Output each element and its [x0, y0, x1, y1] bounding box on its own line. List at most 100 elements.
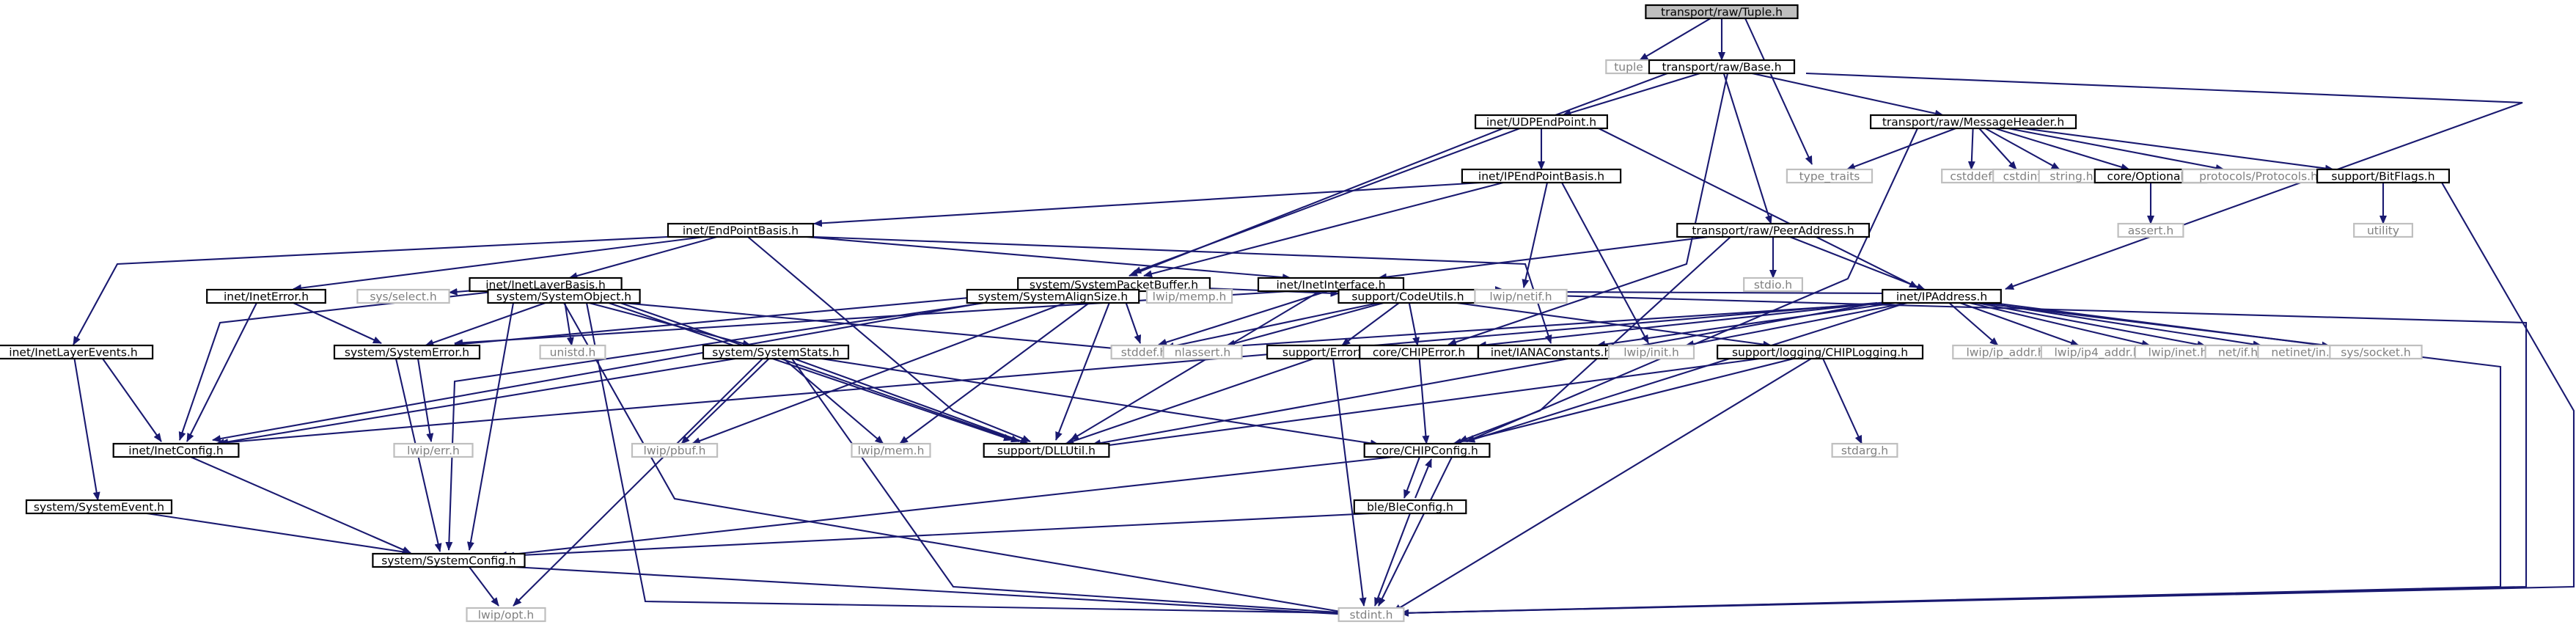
node-box [667, 222, 815, 238]
edge-n7-to-n51 [1458, 236, 1731, 442]
edge-n0-to-n3 [1744, 18, 1813, 165]
node-label: support/BitFlags.h [2331, 170, 2434, 183]
node-label: type_traits [1799, 170, 1860, 184]
node-n16[interactable]: inet/EndPointBasis.h [667, 222, 815, 238]
edge-n46-to-n55 [190, 456, 411, 554]
edge-n29-to-n44 [1984, 301, 2262, 348]
node-label: lwip/opt.h [478, 609, 535, 622]
node-box [1645, 4, 1799, 20]
edge-n27-to-n39 [1456, 301, 1772, 348]
edge-n5-to-n3 [1846, 128, 1956, 170]
edge-n5-to-n11 [1995, 127, 2130, 171]
node-n22[interactable]: inet/InetError.h [206, 288, 326, 304]
edge-n51-to-n55 [498, 455, 1394, 559]
edge-n21-to-n46 [102, 358, 162, 442]
node-n4[interactable]: inet/UDPEndPoint.h [1474, 114, 1608, 130]
node-n20[interactable]: inet/InetInterface.h [1257, 276, 1405, 293]
node-label: transport/raw/PeerAddress.h [1692, 224, 1854, 238]
node-n36[interactable]: core/CHIPError.h [1359, 344, 1479, 360]
node-n18[interactable]: inet/InetLayerBasis.h [469, 276, 623, 293]
edge-n55-to-n57 [513, 565, 1350, 618]
node-n24[interactable]: system/SystemObject.h [487, 288, 641, 304]
node-n9: cstdint [1992, 168, 2052, 184]
node-n55[interactable]: system/SystemConfig.h [372, 552, 526, 568]
node-label: lwip/pbuf.h [644, 444, 706, 458]
edge-n35-to-n57 [1332, 358, 1367, 607]
edge-n32-to-n56 [513, 358, 763, 607]
node-n50[interactable]: support/DLLUtil.h [983, 442, 1110, 458]
node-box [1648, 59, 1796, 75]
node-n48: lwip/pbuf.h [631, 442, 719, 458]
node-n5[interactable]: transport/raw/MessageHeader.h [1870, 114, 2077, 130]
edge-n16-to-n22 [293, 235, 705, 292]
node-n49: lwip/mem.h [851, 442, 931, 458]
node-n2[interactable]: transport/raw/Base.h [1648, 59, 1796, 75]
node-box [851, 442, 931, 458]
node-n0[interactable]: transport/raw/Tuple.h [1645, 4, 1799, 20]
node-n37[interactable]: inet/IANAConstants.h [1477, 344, 1625, 360]
node-n54[interactable]: ble/BleConfig.h [1353, 499, 1467, 515]
edge-n32-to-n50 [793, 358, 1030, 444]
edge-n29-to-n43 [1976, 301, 2206, 348]
node-n7[interactable]: transport/raw/PeerAddress.h [1676, 222, 1870, 238]
node-label: lwip/ip_addr.h [1966, 346, 2044, 360]
node-box [966, 288, 1140, 304]
node-n29[interactable]: inet/IPAddress.h [1882, 288, 2002, 304]
node-box [1882, 288, 2002, 304]
node-n41: lwip/ip4_addr.h [2040, 344, 2154, 360]
node-box [356, 288, 450, 304]
edge-n4-to-n19 [1129, 128, 1504, 276]
node-box [372, 552, 526, 568]
edge-n6-to-n16 [813, 181, 1482, 227]
edge-n29-to-n38 [1684, 301, 1908, 348]
node-n47: lwip/err.h [393, 442, 474, 458]
node-n14: assert.h [2117, 222, 2184, 238]
node-n25[interactable]: system/SystemAlignSize.h [966, 288, 1140, 304]
edge-n20-to-n50 [1070, 290, 1321, 441]
node-label: system/SystemAlignSize.h [978, 290, 1129, 304]
edge-n29-to-n41 [1959, 302, 2080, 346]
node-label: system/SystemPacketBuffer.h [1030, 279, 1198, 292]
node-box [2353, 222, 2413, 238]
node-label: lwip/netif.h [1489, 290, 1552, 304]
node-n46[interactable]: inet/InetConfig.h [112, 442, 240, 458]
node-label: stdio.h [1754, 279, 1792, 292]
node-n53[interactable]: system/SystemEvent.h [25, 499, 173, 515]
node-box [333, 344, 481, 360]
edge-n21-to-n53 [73, 358, 100, 501]
edge-n29-to-n33 [1165, 301, 1893, 354]
node-label: inet/InetInterface.h [1276, 279, 1385, 292]
node-n43: net/if.h [2204, 344, 2272, 360]
edge-n22-to-n46 [186, 302, 257, 442]
edge-n27-to-n36 [1408, 302, 1420, 346]
node-label: lwip/err.h [407, 444, 460, 458]
node-n27[interactable]: support/CodeUtils.h [1337, 288, 1478, 304]
node-n23: sys/select.h [356, 288, 450, 304]
edge-n32-to-n51 [821, 357, 1379, 447]
node-n30[interactable]: system/SystemError.h [333, 344, 481, 360]
node-n21[interactable]: inet/InetLayerEvents.h [0, 344, 154, 360]
edge-n53-to-n55 [146, 512, 411, 556]
node-n6[interactable]: inet/IPEndPointBasis.h [1461, 168, 1622, 184]
node-n57: stdint.h [1337, 607, 1405, 623]
node-n13[interactable]: support/BitFlags.h [2316, 168, 2451, 184]
node-label: support/CodeUtils.h [1351, 290, 1464, 304]
edge-n5-to-n13 [2022, 127, 2334, 172]
node-n39[interactable]: support/logging/CHIPLogging.h [1717, 344, 1924, 360]
node-label: support/logging/CHIPLogging.h [1732, 346, 1908, 359]
node-n32[interactable]: system/SystemStats.h [702, 344, 850, 360]
edge-n24-to-n50 [608, 302, 1013, 442]
edge-n32-to-n48 [680, 358, 770, 444]
node-box [1607, 344, 1695, 360]
node-n56: lwip/opt.h [466, 607, 546, 623]
edge-n2-to-n4 [1562, 72, 1700, 117]
node-n45: sys/socket.h [2329, 344, 2423, 360]
node-label: core/Optional.h [2107, 170, 2194, 183]
node-n34: nlassert.h [1162, 344, 1243, 360]
edge-n16-to-n18 [568, 235, 717, 279]
node-n51[interactable]: core/CHIPConfig.h [1363, 442, 1491, 458]
node-box [0, 344, 154, 360]
node-label: support/DLLUtil.h [997, 444, 1096, 458]
node-n1: tuple [1605, 59, 1652, 75]
